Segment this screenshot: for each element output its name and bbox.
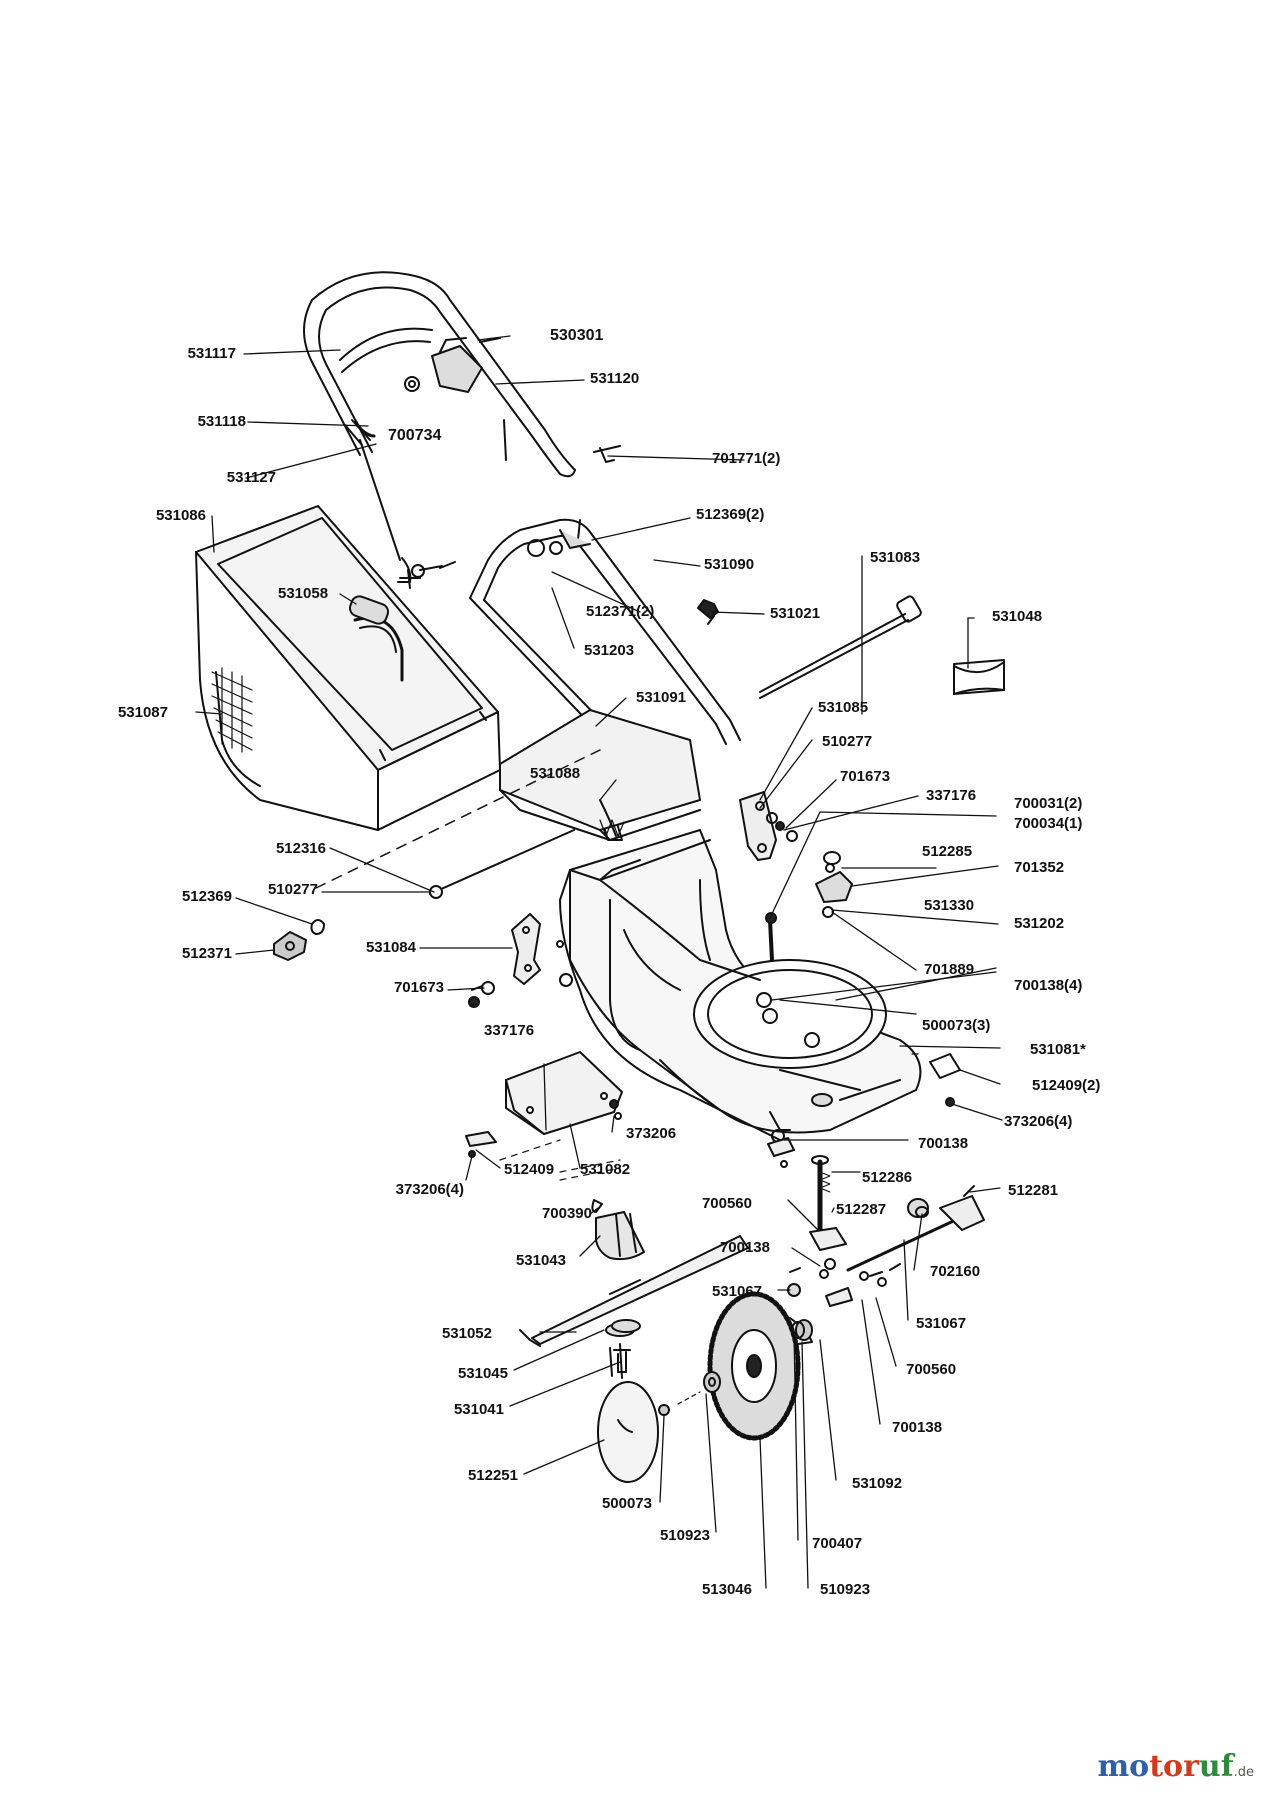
label-531088: 531088 bbox=[530, 765, 581, 782]
label-510277-a: 510277 bbox=[822, 733, 873, 750]
watermark-part-3: uf bbox=[1198, 1749, 1234, 1784]
mower-deck bbox=[556, 829, 922, 1143]
label-337176-a: 337176 bbox=[926, 787, 977, 804]
knob-parts bbox=[273, 919, 325, 961]
label-531052: 531052 bbox=[441, 1325, 492, 1342]
label-700031: 700031(2) bbox=[1014, 795, 1083, 812]
watermark-part-1: mo bbox=[1097, 1749, 1150, 1784]
blade-assembly bbox=[499, 1139, 749, 1379]
label-510923-b: 510923 bbox=[820, 1581, 871, 1598]
watermark-part-2: tor bbox=[1149, 1749, 1199, 1784]
bracket-531084 bbox=[468, 913, 541, 1008]
label-531118: 531118 bbox=[197, 413, 246, 430]
label-510923-a: 510923 bbox=[659, 1527, 710, 1544]
label-512371-2: 512371(2) bbox=[586, 603, 655, 620]
label-700138-c: 700138 bbox=[892, 1419, 943, 1436]
plate-531082 bbox=[465, 1051, 623, 1158]
label-531090: 531090 bbox=[704, 556, 755, 573]
label-513046: 513046 bbox=[701, 1581, 752, 1598]
label-531085: 531085 bbox=[818, 699, 869, 716]
label-531127: 531127 bbox=[226, 469, 276, 486]
label-701771: 701771(2) bbox=[712, 450, 781, 467]
clip-531048 bbox=[953, 659, 1005, 695]
label-512409-2: 512409(2) bbox=[1032, 1077, 1101, 1094]
label-700560-a: 700560 bbox=[701, 1195, 752, 1212]
label-531048: 531048 bbox=[992, 608, 1043, 625]
label-531092: 531092 bbox=[852, 1475, 903, 1492]
hubcap bbox=[597, 1371, 721, 1483]
label-700034: 700034(1) bbox=[1014, 815, 1083, 832]
label-373206-4-a: 373206(4) bbox=[1004, 1113, 1073, 1130]
label-531330: 531330 bbox=[924, 897, 975, 914]
label-700407: 700407 bbox=[812, 1535, 863, 1552]
label-512287: 512287 bbox=[836, 1201, 887, 1218]
label-531083: 531083 bbox=[870, 549, 921, 566]
label-531086: 531086 bbox=[155, 507, 206, 524]
label-512369-2: 512369(2) bbox=[696, 506, 765, 523]
label-512369: 512369 bbox=[181, 888, 232, 905]
right-small-parts bbox=[765, 851, 853, 962]
leader-lines bbox=[195, 335, 1003, 1589]
label-512286: 512286 bbox=[862, 1169, 913, 1186]
label-531117: 531117 bbox=[187, 345, 236, 362]
label-512285: 512285 bbox=[922, 843, 973, 860]
label-701889: 701889 bbox=[924, 961, 975, 978]
label-530301: 530301 bbox=[550, 327, 604, 344]
label-531058: 531058 bbox=[278, 585, 329, 602]
label-531084: 531084 bbox=[365, 939, 416, 956]
label-373206: 373206 bbox=[626, 1125, 677, 1142]
label-510277-b: 510277 bbox=[267, 881, 318, 898]
watermark-domain: .de bbox=[1233, 1765, 1254, 1780]
label-700734: 700734 bbox=[388, 427, 442, 444]
label-512409: 512409 bbox=[504, 1161, 555, 1178]
label-531045: 531045 bbox=[457, 1365, 508, 1382]
label-531043: 531043 bbox=[515, 1252, 566, 1269]
label-701352: 701352 bbox=[1014, 859, 1065, 876]
rear-axle-parts bbox=[767, 1137, 985, 1307]
label-512371: 512371 bbox=[181, 945, 232, 962]
label-531067-b: 531067 bbox=[916, 1315, 967, 1332]
motoruf-watermark: motoruf.de bbox=[1097, 1752, 1254, 1782]
label-531082: 531082 bbox=[580, 1161, 631, 1178]
label-531067-a: 531067 bbox=[711, 1283, 762, 1300]
label-512281: 512281 bbox=[1008, 1182, 1059, 1199]
label-700138-4: 700138(4) bbox=[1014, 977, 1083, 994]
throttle-parts bbox=[344, 337, 621, 583]
grass-catcher bbox=[195, 505, 501, 831]
label-702160: 702160 bbox=[930, 1263, 981, 1280]
label-512316: 512316 bbox=[275, 840, 326, 857]
label-531041: 531041 bbox=[453, 1401, 504, 1418]
label-700560-b: 700560 bbox=[906, 1361, 957, 1378]
label-531203: 531203 bbox=[584, 642, 635, 659]
label-373206-4-b: 373206(4) bbox=[395, 1181, 464, 1198]
label-700138-a: 700138 bbox=[918, 1135, 969, 1152]
rear-wheel bbox=[707, 1291, 813, 1441]
rear-flap bbox=[499, 709, 701, 841]
label-531021: 531021 bbox=[770, 605, 821, 622]
label-531087: 531087 bbox=[117, 704, 168, 721]
upper-handle bbox=[303, 271, 576, 478]
label-701673-a: 701673 bbox=[840, 768, 891, 785]
label-700138-b: 700138 bbox=[719, 1239, 770, 1256]
label-701673-b: 701673 bbox=[393, 979, 444, 996]
label-531091: 531091 bbox=[636, 689, 687, 706]
tab-512409-right bbox=[929, 1053, 961, 1107]
label-700390: 700390 bbox=[541, 1205, 592, 1222]
label-500073: 500073 bbox=[601, 1495, 652, 1512]
label-531120: 531120 bbox=[590, 370, 640, 387]
label-500073-3: 500073(3) bbox=[922, 1017, 991, 1034]
label-512251: 512251 bbox=[467, 1467, 518, 1484]
label-531081: 531081* bbox=[1030, 1041, 1086, 1058]
axle-rod bbox=[697, 595, 922, 699]
rod-512316 bbox=[429, 829, 575, 899]
label-337176-b: 337176 bbox=[484, 1022, 535, 1039]
label-531202: 531202 bbox=[1014, 915, 1065, 932]
